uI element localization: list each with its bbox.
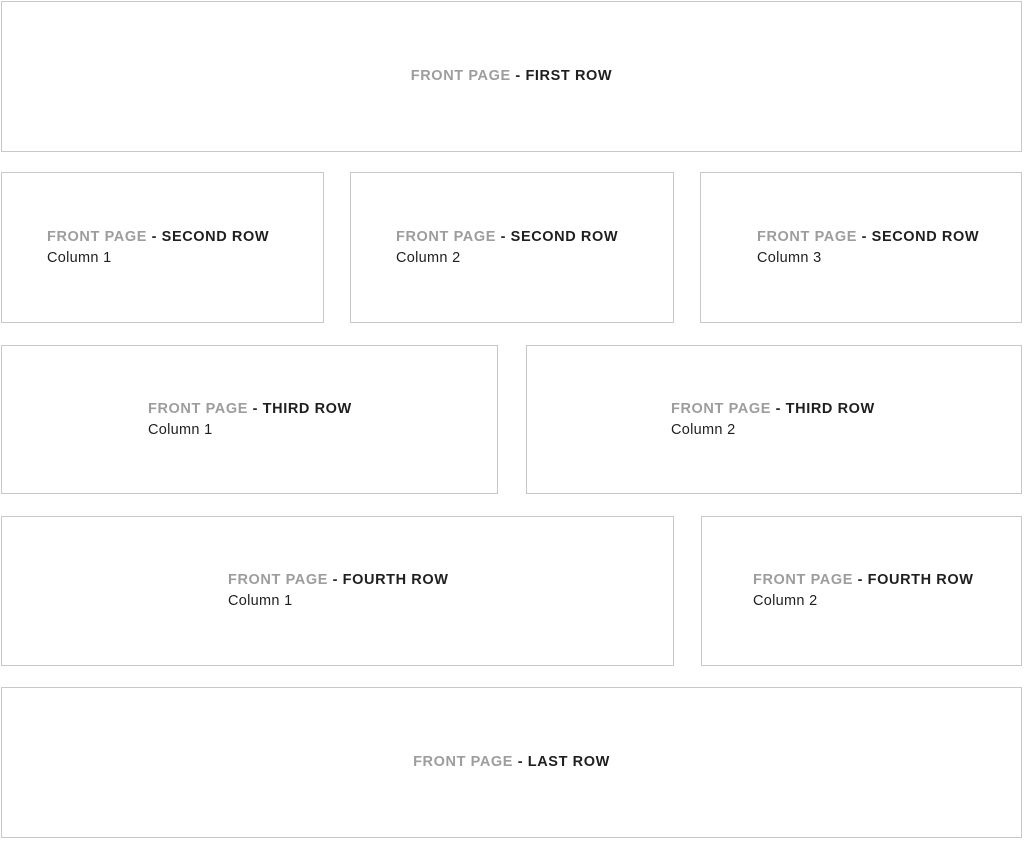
region-label-separator: - bbox=[770, 400, 786, 417]
region-column-subtitle: Column 1 bbox=[148, 421, 213, 438]
region-label-name: SECOND ROW bbox=[510, 228, 619, 245]
region-label: FRONT PAGE - SECOND ROW bbox=[396, 227, 618, 248]
region-fourth-row-column-2[interactable]: FRONT PAGE - FOURTH ROW Column 2 bbox=[701, 516, 1022, 666]
region-label-name: SECOND ROW bbox=[871, 228, 980, 245]
region-third-row-column-1[interactable]: FRONT PAGE - THIRD ROW Column 1 bbox=[1, 345, 498, 494]
region-label-name: FIRST ROW bbox=[525, 68, 613, 84]
region-label-name: THIRD ROW bbox=[785, 400, 875, 417]
region-column-subtitle: Column 1 bbox=[47, 249, 112, 266]
region-label-name: LAST ROW bbox=[527, 754, 610, 770]
region-label-prefix: FRONT PAGE bbox=[228, 572, 328, 588]
region-fourth-row-column-1[interactable]: FRONT PAGE - FOURTH ROW Column 1 bbox=[1, 516, 674, 666]
region-column-subtitle: Column 2 bbox=[396, 249, 461, 266]
region-column-subtitle: Column 3 bbox=[757, 249, 822, 266]
region-label: FRONT PAGE - SECOND ROW bbox=[757, 227, 979, 248]
region-label: FRONT PAGE - LAST ROW bbox=[413, 752, 610, 773]
region-label: FRONT PAGE - FOURTH ROW bbox=[228, 570, 449, 591]
region-label: FRONT PAGE - FOURTH ROW bbox=[753, 570, 974, 591]
region-label-separator: - bbox=[495, 228, 511, 245]
region-label-separator: - bbox=[513, 754, 528, 770]
region-second-row-column-3[interactable]: FRONT PAGE - SECOND ROW Column 3 bbox=[700, 172, 1022, 323]
region-label-name: THIRD ROW bbox=[262, 400, 352, 417]
region-label-separator: - bbox=[852, 572, 868, 588]
region-label: FRONT PAGE - FIRST ROW bbox=[411, 66, 612, 87]
region-label-prefix: FRONT PAGE bbox=[757, 228, 857, 245]
region-label: FRONT PAGE - THIRD ROW bbox=[148, 399, 352, 420]
region-label-prefix: FRONT PAGE bbox=[396, 228, 496, 245]
region-label-name: FOURTH ROW bbox=[867, 572, 974, 588]
region-first-row[interactable]: FRONT PAGE - FIRST ROW bbox=[1, 1, 1022, 152]
region-label-name: SECOND ROW bbox=[161, 228, 270, 245]
region-label-separator: - bbox=[146, 228, 162, 245]
region-label-prefix: FRONT PAGE bbox=[413, 754, 514, 770]
region-label-prefix: FRONT PAGE bbox=[148, 400, 248, 417]
region-label-separator: - bbox=[327, 572, 343, 588]
region-last-row[interactable]: FRONT PAGE - LAST ROW bbox=[1, 687, 1022, 838]
region-second-row-column-2[interactable]: FRONT PAGE - SECOND ROW Column 2 bbox=[350, 172, 674, 323]
region-label-prefix: FRONT PAGE bbox=[671, 400, 771, 417]
region-label-separator: - bbox=[510, 68, 526, 84]
region-column-subtitle: Column 2 bbox=[753, 593, 818, 609]
region-label-name: FOURTH ROW bbox=[342, 572, 449, 588]
region-label-separator: - bbox=[856, 228, 872, 245]
region-column-subtitle: Column 2 bbox=[671, 421, 736, 438]
region-third-row-column-2[interactable]: FRONT PAGE - THIRD ROW Column 2 bbox=[526, 345, 1022, 494]
region-label-prefix: FRONT PAGE bbox=[47, 228, 147, 245]
region-label-prefix: FRONT PAGE bbox=[410, 68, 511, 84]
region-column-subtitle: Column 1 bbox=[228, 593, 293, 609]
region-label: FRONT PAGE - SECOND ROW bbox=[47, 227, 269, 248]
region-label-separator: - bbox=[247, 400, 263, 417]
region-label-prefix: FRONT PAGE bbox=[753, 572, 853, 588]
region-label: FRONT PAGE - THIRD ROW bbox=[671, 399, 875, 420]
region-second-row-column-1[interactable]: FRONT PAGE - SECOND ROW Column 1 bbox=[1, 172, 324, 323]
